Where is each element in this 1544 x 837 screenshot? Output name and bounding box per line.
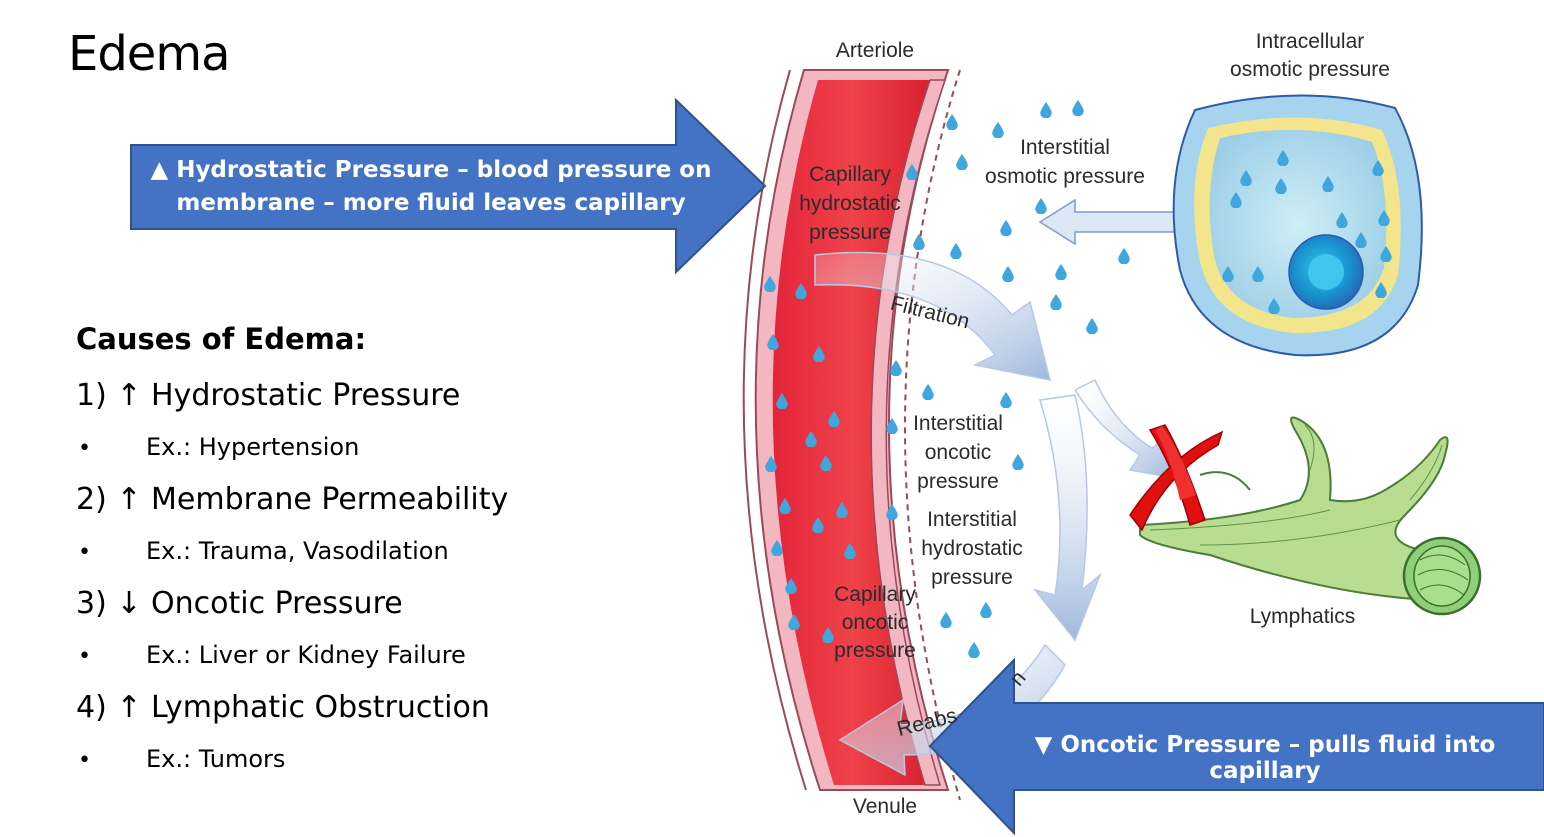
cause-item-permeability: 2) ↑ Membrane Permeability [76, 482, 509, 517]
bullet: • [78, 540, 91, 565]
bullet: • [78, 748, 91, 773]
label-lymphatics: Lymphatics [1249, 605, 1356, 628]
oncotic-callout-arrow [928, 657, 1544, 836]
label-capillary-oncotic-1: Capillary [834, 583, 916, 606]
label-interstitial-hydrostatic-3: pressure [931, 566, 1013, 589]
cause-item-lymphatic: 4) ↑ Lymphatic Obstruction [76, 690, 490, 725]
example-tumors: Ex.: Tumors [146, 745, 286, 773]
label-intracellular-osmotic-1: Intracellular [1255, 30, 1365, 53]
cell [1172, 94, 1423, 357]
bullet: • [78, 644, 91, 669]
label-interstitial-oncotic-1: Interstitial [913, 412, 1003, 435]
label-capillary-oncotic-3: pressure [834, 639, 916, 662]
hydrostatic-callout-line1: ▲ Hydrostatic Pressure – blood pressure … [150, 157, 712, 183]
page-title: Edema [68, 26, 230, 82]
hydrostatic-callout-line2: membrane – more fluid leaves capillary [176, 190, 686, 216]
label-capillary-hydrostatic-2: hydrostatic [799, 192, 901, 215]
label-interstitial-oncotic-2: oncotic [924, 441, 992, 464]
bullet: • [78, 436, 91, 461]
label-arteriole: Arteriole [835, 39, 915, 62]
cause-item-hydrostatic: 1) ↑ Hydrostatic Pressure [76, 378, 461, 413]
vessel-lumen [772, 80, 930, 785]
label-capillary-hydrostatic-1: Capillary [809, 163, 891, 186]
label-interstitial-osmotic-1: Interstitial [1020, 136, 1110, 159]
label-capillary-hydrostatic-3: pressure [809, 221, 891, 244]
vessel-wall-mid [742, 69, 807, 791]
example-liver-kidney: Ex.: Liver or Kidney Failure [146, 641, 466, 669]
example-trauma: Ex.: Trauma, Vasodilation [146, 537, 449, 565]
label-venule: Venule [852, 795, 918, 818]
label-interstitial-oncotic-3: pressure [917, 470, 999, 493]
label-interstitial-osmotic-2: osmotic pressure [985, 165, 1145, 188]
label-interstitial-hydrostatic-1: Interstitial [927, 508, 1017, 531]
filtration-arrow [814, 251, 1052, 381]
label-capillary-oncotic-2: oncotic [841, 611, 909, 634]
lymphatic-vessel [1139, 416, 1482, 616]
hydrostatic-callout-arrow [130, 97, 767, 275]
interstitial-flow-arrow [1033, 394, 1102, 642]
label-intracellular-osmotic-2: osmotic pressure [1230, 58, 1390, 81]
example-hypertension: Ex.: Hypertension [146, 433, 360, 461]
oncotic-callout-text: ▼ Oncotic Pressure – pulls fluid into ca… [1034, 732, 1496, 784]
cause-item-oncotic: 3) ↓ Oncotic Pressure [76, 586, 403, 621]
causes-heading: Causes of Edema: [76, 322, 367, 356]
blocked-x-icon [1129, 424, 1224, 532]
label-interstitial-hydrostatic-2: hydrostatic [921, 537, 1023, 560]
